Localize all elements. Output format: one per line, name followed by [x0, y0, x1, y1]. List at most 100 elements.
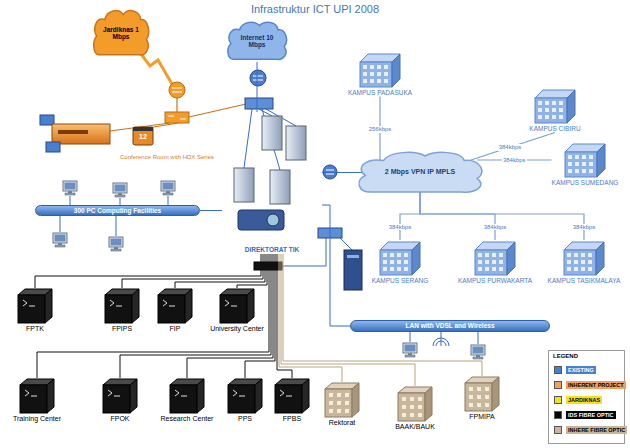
fibre-hub [254, 262, 282, 270]
node-label: 300 PC Computing Facilities [74, 207, 161, 214]
node-label: FPOK [110, 415, 129, 423]
faculty-building: BAAK/BAUK [395, 386, 435, 431]
legend-swatch [554, 381, 562, 389]
legend-swatch [554, 411, 562, 419]
faculty-building: Training Center [13, 378, 61, 423]
legend-entry: INHERENT PROJECT [554, 381, 626, 389]
legend-entry: INHERE FIBRE OPTIC [554, 426, 627, 434]
drawing-part [234, 168, 254, 202]
drawing-part [410, 332, 411, 342]
network-link [400, 187, 420, 240]
drawing-part [172, 88, 182, 92]
drawing-part [165, 112, 189, 123]
building-icon [397, 386, 433, 422]
drawing-part [60, 216, 61, 232]
caption-note: Conference Room with HDX Series [120, 154, 214, 161]
network-bus: LAN with VDSL and Wireless [350, 320, 550, 332]
drawing-part [262, 116, 282, 150]
faculty-building: FPIPS [104, 288, 140, 333]
legend-entry: IDS FIBRE OPTIC [554, 411, 616, 419]
network-link [175, 254, 265, 288]
node-label: KAMPUS PADASUKA [348, 89, 412, 96]
building-icon [157, 288, 193, 324]
node-label: KAMPUS TASIKMALAYA [548, 277, 621, 284]
faculty-building: FPMIPA [464, 376, 500, 421]
campus-icon [473, 240, 517, 276]
drawing-part [250, 70, 266, 86]
drawing-part [169, 82, 185, 98]
network-link [200, 210, 222, 211]
drawing-part [286, 126, 306, 160]
legend-entry: JARDIKNAS [554, 396, 602, 404]
legend-text: INHERE FIBRE OPTIC [566, 426, 627, 434]
campus-building: KAMPUS PURWAKARTA [458, 240, 532, 284]
network-link [120, 254, 271, 378]
node-label: FPIPS [112, 325, 132, 333]
direktorat-equipment [234, 70, 362, 290]
drawing-part [52, 124, 110, 144]
campus-building: KAMPUS CIBIRU [529, 88, 580, 132]
network-cloud: Internet 10 Mbps [226, 20, 288, 62]
drawing-part [109, 237, 123, 251]
drawing-part [253, 76, 263, 80]
callout-number: 12 [139, 133, 147, 141]
drawing-part [403, 343, 417, 357]
drawing-part [113, 183, 127, 197]
link-speed: 256kbps [368, 126, 393, 133]
link-speed: 384kbps [498, 144, 523, 151]
campus-icon [562, 240, 606, 276]
faculty-building: Research Center [161, 378, 214, 423]
link-speed: 384kbps [388, 224, 413, 231]
drawing-part [133, 127, 153, 145]
drawing-part [53, 233, 67, 247]
network-link [187, 254, 273, 378]
link-speed: 384kbps [483, 224, 508, 231]
node-label: Training Center [13, 415, 61, 423]
drawing-part [58, 130, 88, 134]
drawing-part [116, 216, 117, 236]
drawing-part [267, 214, 279, 226]
faculty-building: FPOK [102, 378, 138, 423]
node-label: Research Center [161, 415, 214, 423]
legend-swatch [554, 366, 562, 374]
campus-icon [378, 240, 422, 276]
network-bus: 300 PC Computing Facilities [35, 205, 200, 216]
campus-building: KAMPUS PADASUKA [348, 52, 412, 96]
drawing-part [347, 255, 359, 258]
network-link [37, 254, 269, 378]
network-link [122, 254, 263, 288]
network-link [279, 254, 342, 382]
drawing-part [254, 262, 282, 270]
faculty-building: FPBS [274, 378, 310, 423]
node-label: FIP [170, 325, 181, 333]
legend-entry: EXISTING [554, 366, 596, 374]
network-link [420, 187, 584, 240]
drawing-part [340, 238, 352, 250]
building-icon [274, 378, 310, 414]
campus-icon [358, 52, 402, 88]
drawing-part [441, 332, 442, 346]
faculty-building: FPTK [17, 288, 53, 333]
node-label: KAMPUS PURWAKARTA [458, 277, 532, 284]
node-label: Internet 10 Mbps [236, 34, 278, 49]
drawing-part [110, 123, 170, 131]
node-label: Rektorat [329, 419, 355, 427]
building-icon [219, 288, 255, 324]
network-link [237, 254, 267, 288]
campus-building: KAMPUS SERANG [372, 240, 429, 284]
drawing-part [168, 196, 169, 205]
node-label: LAN with VDSL and Wireless [405, 322, 494, 329]
legend-swatch [554, 426, 562, 434]
drawing-part [46, 142, 60, 152]
drawing-part [478, 332, 479, 344]
node-label: PPS [238, 415, 252, 423]
campus-building: KAMPUS TASIKMALAYA [548, 240, 621, 284]
legend-title: LEGEND [553, 353, 578, 360]
faculty-building: University Center [210, 288, 264, 333]
drawing-part [471, 345, 485, 359]
drawing-part [161, 181, 175, 195]
network-link [322, 172, 363, 173]
